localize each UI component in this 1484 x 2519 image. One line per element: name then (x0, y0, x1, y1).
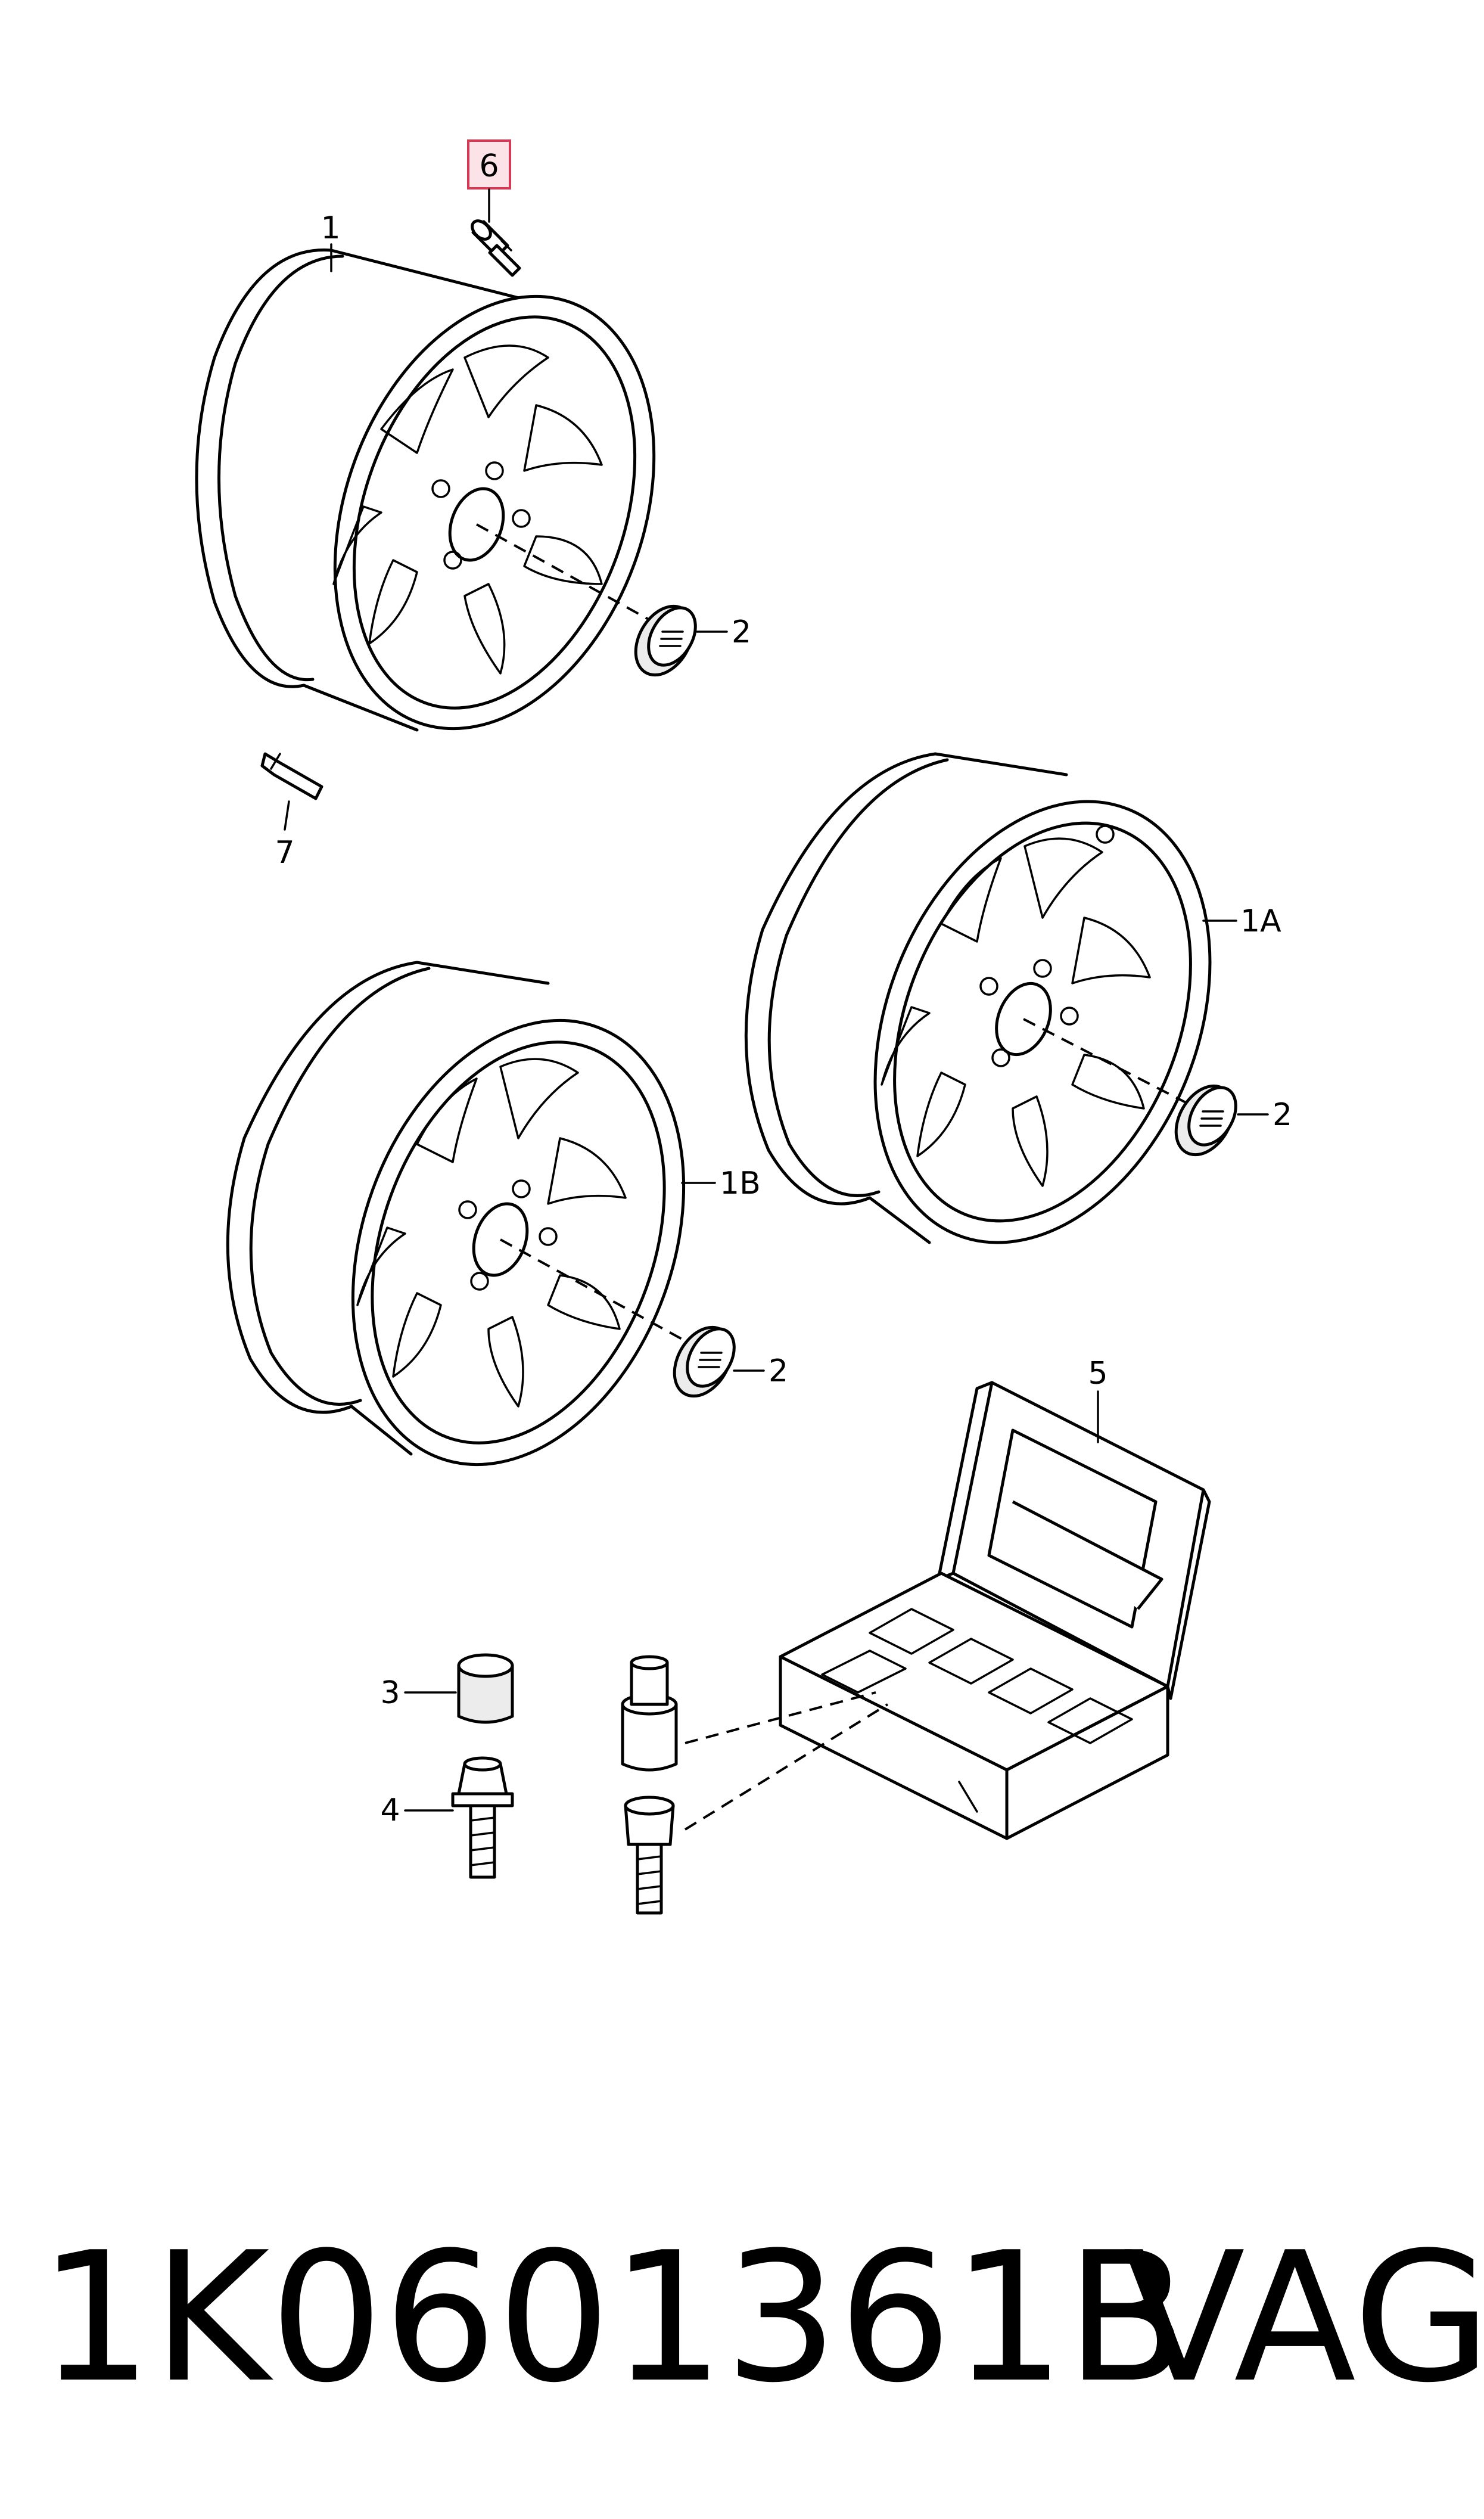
callout-hub-cap-1b[interactable]: 2 (733, 1353, 788, 1389)
valve-stem (471, 219, 521, 277)
rim-1a (744, 752, 1212, 1244)
hub-cap-main (634, 604, 697, 677)
callout-rim-main-label: 1 (321, 210, 340, 246)
rim-1b (226, 961, 686, 1467)
callout-hub-cap-main[interactable]: 2 (696, 614, 751, 650)
callout-wheel-bolt[interactable]: 4 (380, 1793, 454, 1828)
callout-valve[interactable]: 6 (467, 139, 511, 223)
locking-adapter (621, 1655, 678, 1772)
callout-rim-1a[interactable]: 1A (1202, 903, 1281, 939)
cap-nut (457, 1653, 514, 1724)
callout-rim-main[interactable]: 1 (321, 210, 341, 272)
callout-lock-kit[interactable]: 5 (1088, 1356, 1108, 1443)
callout-wheel-bolt-label: 4 (380, 1793, 400, 1828)
wheel-bolt (451, 1756, 514, 1879)
callout-rim-1b-label: 1B (720, 1166, 761, 1201)
callout-hub-cap-1a-label: 2 (1273, 1097, 1292, 1133)
part-number: 1K0601361B (39, 2214, 1189, 2422)
callout-hub-cap-1b-label: 2 (769, 1353, 788, 1389)
lock-kit-case (779, 1381, 1211, 1840)
footer: 1K0601361B VAG (0, 2205, 1484, 2431)
callout-cap-nut[interactable]: 3 (380, 1675, 457, 1711)
callout-hub-cap-1a[interactable]: 2 (1237, 1097, 1292, 1133)
balance-weight (260, 752, 323, 800)
callout-hub-cap-main-label: 2 (732, 614, 751, 650)
callout-cap-nut-label: 3 (380, 1675, 400, 1711)
callout-valve-label: 6 (479, 148, 499, 184)
hub-cap-1b (673, 1325, 736, 1398)
rim-main (195, 249, 656, 732)
brand-name: VAG (1123, 2214, 1484, 2422)
locking-bolt (624, 1796, 675, 1915)
callout-balance-weight[interactable]: 7 (275, 800, 295, 871)
hub-cap-1a (1174, 1084, 1237, 1157)
callout-lock-kit-label: 5 (1088, 1356, 1107, 1391)
callout-rim-1b[interactable]: 1B (681, 1166, 761, 1201)
callout-balance-weight-label: 7 (275, 835, 294, 871)
callout-rim-1a-label: 1A (1240, 903, 1281, 939)
